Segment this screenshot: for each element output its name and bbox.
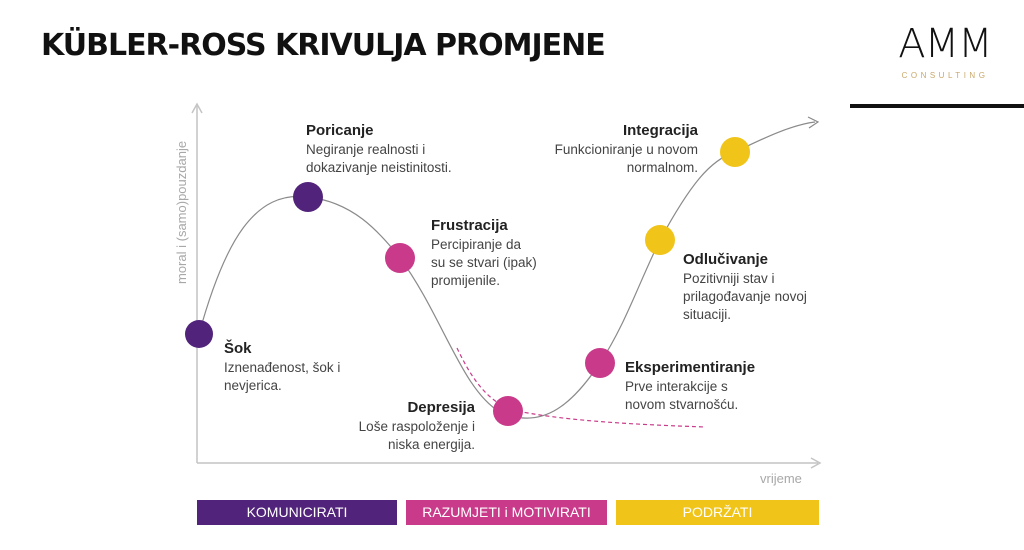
stage-sok: Šok Iznenađenost, šok i nevjerica. [224,339,340,395]
stage-marker-sok [185,320,213,348]
stage-description: Funkcioniranje u novom normalnom. [554,142,698,175]
stage-marker-eksperimentiranje [585,348,615,378]
stage-title: Poricanje [306,122,374,139]
x-axis-label: vrijeme [760,471,802,486]
stage-description: Prve interakcije s novom stvarnošću. [625,379,739,412]
stage-title: Frustracija [431,217,508,234]
stage-description: Iznenađenost, šok i nevjerica. [224,360,341,393]
logo-sub-text: CONSULTING [901,71,989,80]
header-rule [850,104,1024,108]
stage-frustracija: Frustracija Percipiranje da su se stvari… [431,216,537,290]
phase-bar-komunicirati: KOMUNICIRATI [197,500,397,525]
stage-title: Depresija [407,399,475,416]
stage-description: Percipiranje da su se stvari (ipak) prom… [431,237,537,288]
page-title: KÜBLER-ROSS KRIVULJA PROMJENE [41,28,606,63]
phase-bar-podrzati: PODRŽATI [616,500,819,525]
stage-marker-depresija [493,396,523,426]
x-axis-arrowhead [810,457,822,469]
dashed-alternative-curve [456,347,706,428]
logo-main-text: AMM [898,21,992,67]
stage-poricanje: Poricanje Negiranje realnosti i dokaziva… [306,121,452,177]
stage-marker-poricanje [293,182,323,212]
stage-title: Šok [224,340,252,357]
amm-consulting-logo: AMM CONSULTING [885,22,1005,84]
stage-depresija: Depresija Loše raspoloženje i niska ener… [315,398,475,454]
y-axis-label: moral i (samo)pouzdanje [174,141,189,284]
phase-bar-razumjeti-motivirati: RAZUMJETI i MOTIVIRATI [406,500,607,525]
stage-marker-odlucivanje [645,225,675,255]
stage-eksperimentiranje: Eksperimentiranje Prve interakcije s nov… [625,358,755,414]
stage-title: Odlučivanje [683,251,769,268]
stage-description: Pozitivniji stav i prilagođavanje novoj … [683,271,807,322]
stage-marker-integracija [720,137,750,167]
stage-description: Negiranje realnosti i dokazivanje neisti… [306,142,452,175]
curve-arrowhead [807,116,820,129]
stage-description: Loše raspoloženje i niska energija. [358,419,475,452]
stage-marker-frustracija [385,243,415,273]
stage-title: Integracija [622,122,698,139]
stage-odlucivanje: Odlučivanje Pozitivniji stav i prilagođa… [683,250,807,324]
y-axis-arrowhead [191,102,203,114]
stage-integracija: Integracija Funkcioniranje u novom norma… [500,121,698,177]
stage-title: Eksperimentiranje [625,359,756,376]
